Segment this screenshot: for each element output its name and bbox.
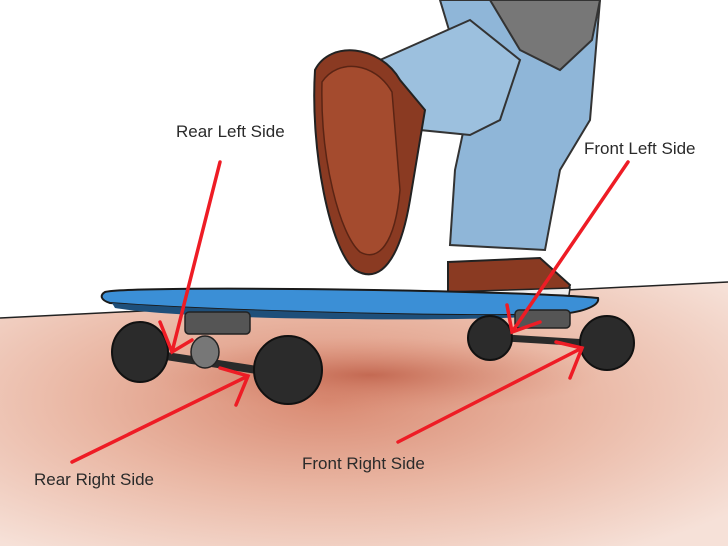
label-front-right: Front Right Side	[302, 454, 425, 473]
arrow-front-right	[396, 340, 585, 444]
label-rear-right: Rear Right Side	[34, 470, 155, 489]
rear-right-wheel	[253, 335, 323, 405]
arrows	[70, 160, 630, 464]
arrow-rear-left	[158, 160, 222, 355]
front-left-wheel	[467, 315, 513, 361]
rear-truck-hanger	[190, 335, 220, 369]
rear-left-wheel	[111, 321, 169, 383]
arrow-rear-right	[70, 366, 251, 464]
rear-truck-base	[184, 311, 251, 335]
front-right-wheel	[579, 315, 635, 371]
lifted-shoe-sole	[321, 65, 401, 256]
label-front-left: Front Left Side	[584, 139, 696, 158]
front-truck-base	[514, 309, 571, 329]
label-rear-left: Rear Left Side	[176, 122, 285, 141]
jacket	[488, 0, 602, 72]
arrow-front-left	[505, 160, 630, 335]
